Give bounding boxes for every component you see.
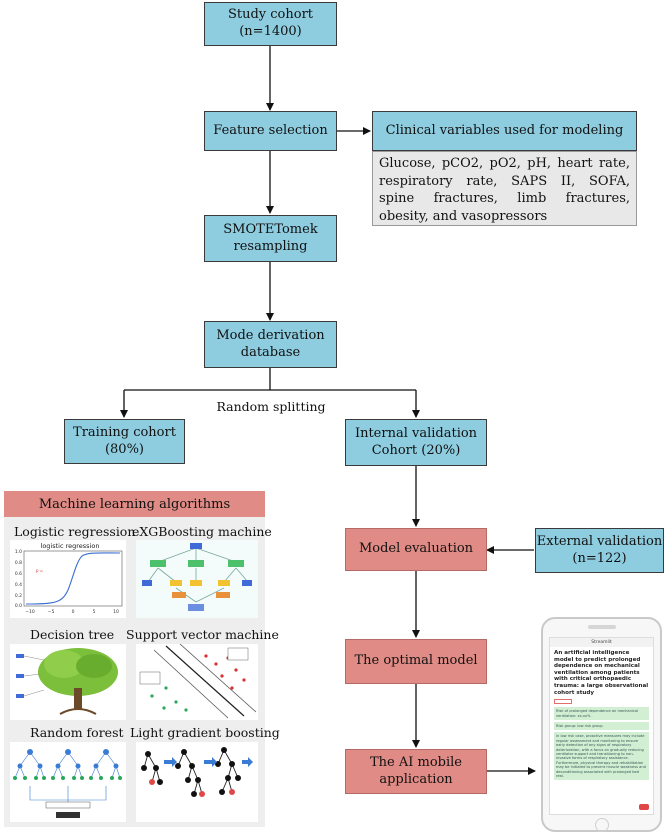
- app-title: An artificial intelligence model to pred…: [554, 650, 649, 696]
- phone-mockup: Streamlit An artificial intelligence mod…: [541, 617, 662, 832]
- boost-arrow-icon: [242, 757, 253, 767]
- app-risk-group-card: Risk group: low risk group: [554, 721, 649, 731]
- feature-selection-box: Feature selection: [204, 111, 337, 151]
- y-tick-2: 0.8: [15, 560, 22, 566]
- optimal-model-label: The optimal model: [354, 653, 478, 669]
- derivation-database-label: Mode derivation database: [216, 327, 325, 360]
- internal-validation-box: Internal validation Cohort (20%): [345, 419, 487, 466]
- forest-final-box: [56, 812, 80, 818]
- ai-mobile-app-label: The AI mobile application: [369, 754, 462, 787]
- y-tick-4: 0.4: [15, 582, 22, 588]
- random-forest-thumbnail: [13, 749, 122, 818]
- xgb-root-node: [190, 543, 202, 549]
- app-result-card: Risk of prolonged dependence on mechanic…: [554, 707, 649, 720]
- tree-trunk: [74, 688, 82, 710]
- optimal-model-box: The optimal model: [345, 639, 487, 684]
- tree-label-marker: [16, 694, 24, 698]
- ai-mobile-app-box: The AI mobile application: [345, 749, 487, 794]
- smotetomek-label: SMOTETomek resampling: [223, 221, 318, 254]
- random-splitting-label: Random splitting: [206, 399, 336, 414]
- xgb-node: [216, 592, 230, 598]
- algo-title-lightgbm: Light gradient boosting: [130, 725, 280, 740]
- x-tick-1: −10: [25, 609, 35, 615]
- xgb-node: [228, 560, 244, 567]
- xgboost-diagram: [136, 540, 258, 618]
- svm-illustration: [136, 644, 258, 720]
- svm-hyperplane: [165, 645, 245, 717]
- xgb-node: [218, 580, 230, 586]
- y-tick-6: 0.0: [15, 603, 22, 609]
- app-top-bar: Streamlit: [550, 638, 653, 647]
- x-tick-5: 10: [113, 609, 119, 615]
- tree-label-marker: [16, 654, 24, 658]
- clinical-variables-title: Clinical variables used for modeling: [385, 122, 624, 138]
- xgb-node: [142, 580, 152, 586]
- algo-title-svm: Support vector machine: [126, 627, 279, 642]
- logistic-regression-plot: logistic regression 1.0 0.8 0.6 0.4 0.2 …: [10, 540, 126, 618]
- boost-arrow-icon: [164, 757, 177, 767]
- x-tick-2: −5: [48, 609, 55, 615]
- xgb-node: [170, 580, 182, 586]
- svm-callout: [227, 647, 249, 661]
- algo-title-decision-tree: Decision tree: [30, 627, 115, 642]
- boost-arrow-icon: [204, 757, 217, 767]
- clinical-variables-body: Glucose, pCO2, pO2, pH, heart rate, resp…: [379, 156, 630, 224]
- clinical-variables-title-box: Clinical variables used for modeling: [372, 111, 637, 151]
- feature-selection-label: Feature selection: [213, 122, 328, 138]
- xgb-output-node: [188, 604, 204, 611]
- model-evaluation-label: Model evaluation: [358, 541, 474, 557]
- x-tick-4: 5: [93, 609, 96, 615]
- y-tick-1: 1.0: [15, 549, 22, 555]
- training-cohort-label: Training cohort (80%): [73, 424, 176, 457]
- x-tick-3: 0: [72, 609, 75, 615]
- logistic-plot-title: logistic regression: [41, 542, 100, 550]
- xgb-node: [188, 560, 204, 567]
- lightgbm-thumbnail: [141, 747, 253, 797]
- logistic-plot-frame: [23, 550, 123, 607]
- model-evaluation-box: Model evaluation: [345, 528, 487, 571]
- forest-vote-box: [45, 801, 91, 809]
- derivation-database-box: Mode derivation database: [204, 321, 337, 368]
- external-validation-label: External validation (n=122): [536, 533, 663, 566]
- sigmoid-formula-mark: p =: [36, 568, 43, 573]
- xgb-node: [172, 592, 186, 598]
- internal-validation-label: Internal validation Cohort (20%): [354, 425, 478, 458]
- svm-thumbnail: [139, 644, 257, 719]
- study-cohort-label: Study cohort (n=1400): [227, 7, 314, 39]
- algo-title-xgboost: eXGBoosting machine: [132, 524, 272, 539]
- y-tick-5: 0.2: [15, 593, 22, 599]
- external-validation-box: External validation (n=122): [535, 528, 664, 573]
- ml-algorithms-panel: Machine learning algorithms Logistic reg…: [4, 491, 280, 827]
- study-cohort-box: Study cohort (n=1400): [204, 2, 337, 46]
- app-action-button[interactable]: [639, 804, 649, 810]
- sigmoid-curve: [25, 552, 121, 605]
- svm-callout: [139, 671, 161, 685]
- smotetomek-box: SMOTETomek resampling: [204, 215, 337, 262]
- tree-label-marker: [16, 674, 24, 678]
- algo-title-logistic-regression: Logistic regression: [14, 524, 136, 539]
- algo-title-random-forest: Random forest: [30, 725, 124, 740]
- training-cohort-box: Training cohort (80%): [64, 419, 185, 464]
- xgb-node: [242, 580, 252, 586]
- app-submit-button[interactable]: [554, 699, 572, 705]
- xgb-node: [190, 580, 202, 586]
- y-tick-3: 0.6: [15, 571, 22, 577]
- xgboost-thumbnail: [142, 543, 252, 611]
- clinical-variables-body-box: Glucose, pCO2, pO2, pH, heart rate, resp…: [372, 151, 637, 226]
- phone-screen: Streamlit An artificial intelligence mod…: [549, 637, 654, 815]
- app-advice-card: In low risk case, proactive measures may…: [554, 732, 649, 781]
- lightgbm-illustration: [136, 742, 258, 822]
- decision-tree-thumbnail: [16, 648, 118, 715]
- phone-speaker: [588, 625, 616, 629]
- decision-tree-illustration: [10, 644, 126, 720]
- random-forest-illustration: [10, 742, 126, 822]
- ml-algorithms-title: Machine learning algorithms: [4, 491, 265, 517]
- phone-home-button: [595, 818, 609, 832]
- xgb-node: [150, 560, 166, 567]
- logistic-curve-chart: logistic regression 1.0 0.8 0.6 0.4 0.2 …: [15, 542, 123, 615]
